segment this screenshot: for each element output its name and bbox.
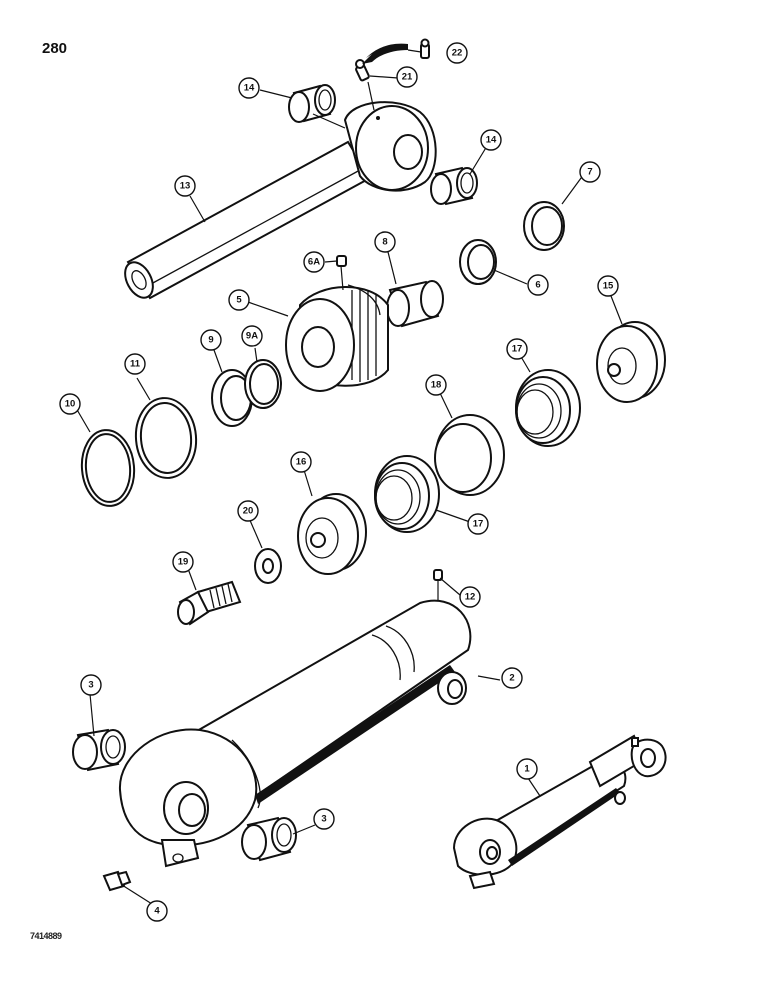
svg-text:9: 9: [208, 335, 213, 346]
svg-text:21: 21: [402, 72, 413, 83]
svg-text:12: 12: [465, 592, 476, 603]
part-13-piston-rod: [124, 101, 437, 300]
part-19-bolt: [177, 580, 242, 626]
svg-text:22: 22: [452, 48, 463, 59]
callout-6: 6: [527, 274, 549, 296]
part-8-bushing: [386, 280, 444, 328]
callout-18: 18: [425, 374, 447, 396]
svg-text:14: 14: [486, 135, 497, 146]
callout-11: 11: [124, 353, 146, 375]
svg-text:10: 10: [65, 399, 76, 410]
part-17-seal-top: [515, 369, 581, 447]
part-9a-ring: [244, 359, 282, 409]
callout-4: 4: [146, 900, 168, 922]
part-12-plug: [433, 569, 443, 600]
part-15-piston: [596, 321, 666, 403]
callout-14-left: 14: [238, 77, 260, 99]
svg-text:6: 6: [535, 280, 540, 291]
callout-10: 10: [59, 393, 81, 415]
callout-6a: 6A: [303, 251, 325, 273]
svg-text:16: 16: [296, 457, 307, 468]
part-3-bushing-right: [241, 816, 297, 862]
part-3-bushing-left: [72, 728, 126, 772]
svg-text:3: 3: [321, 814, 326, 825]
part-1-cylinder-assembly: [452, 734, 667, 890]
svg-text:17: 17: [473, 519, 484, 530]
callout-17-top: 17: [506, 338, 528, 360]
part-21-grease-fitting: [355, 59, 375, 111]
part-14-bushing-left: [288, 84, 336, 123]
part-20-washer: [254, 548, 282, 584]
part-6-ring: [459, 239, 497, 285]
svg-text:3: 3: [88, 680, 93, 691]
svg-text:8: 8: [382, 237, 387, 248]
svg-text:1: 1: [524, 764, 530, 775]
callout-8: 8: [374, 231, 396, 253]
svg-text:17: 17: [512, 344, 523, 355]
callout-3-left: 3: [80, 674, 102, 696]
svg-text:19: 19: [178, 557, 189, 568]
svg-text:13: 13: [180, 181, 191, 192]
callout-1: 1: [516, 758, 538, 780]
callout-12: 12: [459, 586, 481, 608]
callout-21: 21: [396, 66, 418, 88]
part-6a-set-screw: [336, 255, 347, 267]
svg-text:2: 2: [509, 673, 514, 684]
part-7-ring: [523, 201, 565, 251]
part-16-piston-half: [297, 493, 367, 575]
svg-text:5: 5: [236, 295, 242, 306]
svg-text:7: 7: [587, 167, 592, 178]
callout-2: 2: [501, 667, 523, 689]
drawing-code: 7414889: [30, 931, 62, 941]
svg-text:18: 18: [431, 380, 442, 391]
part-11-ring: [134, 397, 198, 479]
page-number: 280: [42, 40, 68, 57]
part-18-wear-ring: [434, 414, 505, 496]
callout-20: 20: [237, 500, 259, 522]
part-9-seal: [211, 369, 253, 427]
callout-7: 7: [579, 161, 601, 183]
svg-text:11: 11: [130, 359, 141, 370]
svg-text:20: 20: [243, 506, 254, 517]
callout-9: 9: [200, 329, 222, 351]
svg-text:4: 4: [154, 906, 160, 917]
svg-text:9A: 9A: [246, 331, 258, 342]
callout-3-right: 3: [313, 808, 335, 830]
callout-15: 15: [597, 275, 619, 297]
callout-13: 13: [174, 175, 196, 197]
part-22-fitting: [362, 38, 430, 64]
part-17-seal-bottom: [374, 455, 440, 533]
svg-text:6A: 6A: [308, 257, 320, 268]
svg-text:14: 14: [244, 83, 255, 94]
part-4-plug: [102, 870, 132, 892]
callout-16: 16: [290, 451, 312, 473]
part-14-bushing-right: [430, 166, 478, 206]
callout-9a: 9A: [241, 325, 263, 347]
part-5-gland: [285, 265, 389, 392]
callout-19: 19: [172, 551, 194, 573]
callout-14-right: 14: [480, 129, 502, 151]
part-2-cylinder-barrel: [118, 599, 472, 868]
callout-5: 5: [228, 289, 250, 311]
callout-17-bottom: 17: [467, 513, 489, 535]
part-10-o-ring: [80, 429, 136, 507]
callout-22: 22: [446, 42, 468, 64]
svg-text:15: 15: [603, 281, 614, 292]
